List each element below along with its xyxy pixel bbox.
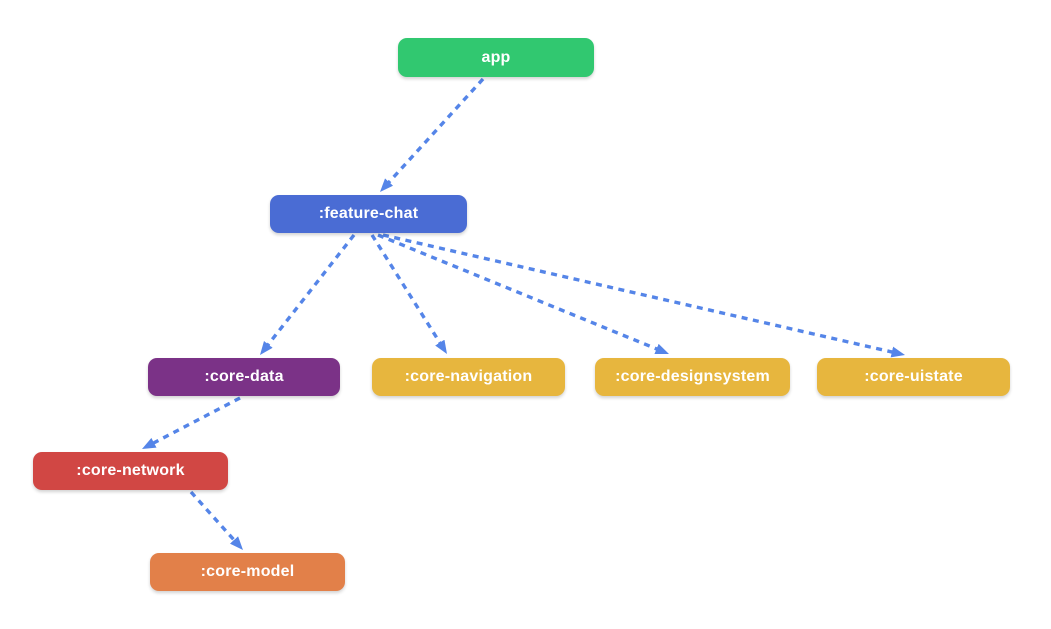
edge-app-feature-chat <box>380 77 485 193</box>
edge-feature-chat-core-uistate <box>382 233 905 358</box>
node-app: app <box>398 38 594 77</box>
node-core-designsystem: :core-designsystem <box>595 358 790 396</box>
node-label: :core-designsystem <box>615 368 770 385</box>
node-core-data: :core-data <box>148 358 340 396</box>
node-label: :core-data <box>204 368 284 385</box>
node-label: :core-uistate <box>864 368 963 385</box>
edge-feature-chat-core-data <box>259 233 356 355</box>
edge-feature-chat-core-navigation <box>370 234 447 355</box>
node-label: :core-navigation <box>404 368 533 385</box>
node-label: :feature-chat <box>318 205 419 222</box>
node-feature-chat: :feature-chat <box>270 195 467 233</box>
node-label: app <box>481 48 511 66</box>
node-core-uistate: :core-uistate <box>817 358 1010 396</box>
node-label: :core-model <box>200 563 295 580</box>
edge-feature-chat-core-designsystem <box>377 233 669 354</box>
node-core-model: :core-model <box>150 553 345 591</box>
node-core-navigation: :core-navigation <box>372 358 565 396</box>
edge-core-network-core-model <box>189 490 243 551</box>
edge-core-data-core-network <box>142 396 241 450</box>
node-label: :core-network <box>76 462 185 479</box>
node-core-network: :core-network <box>33 452 228 490</box>
